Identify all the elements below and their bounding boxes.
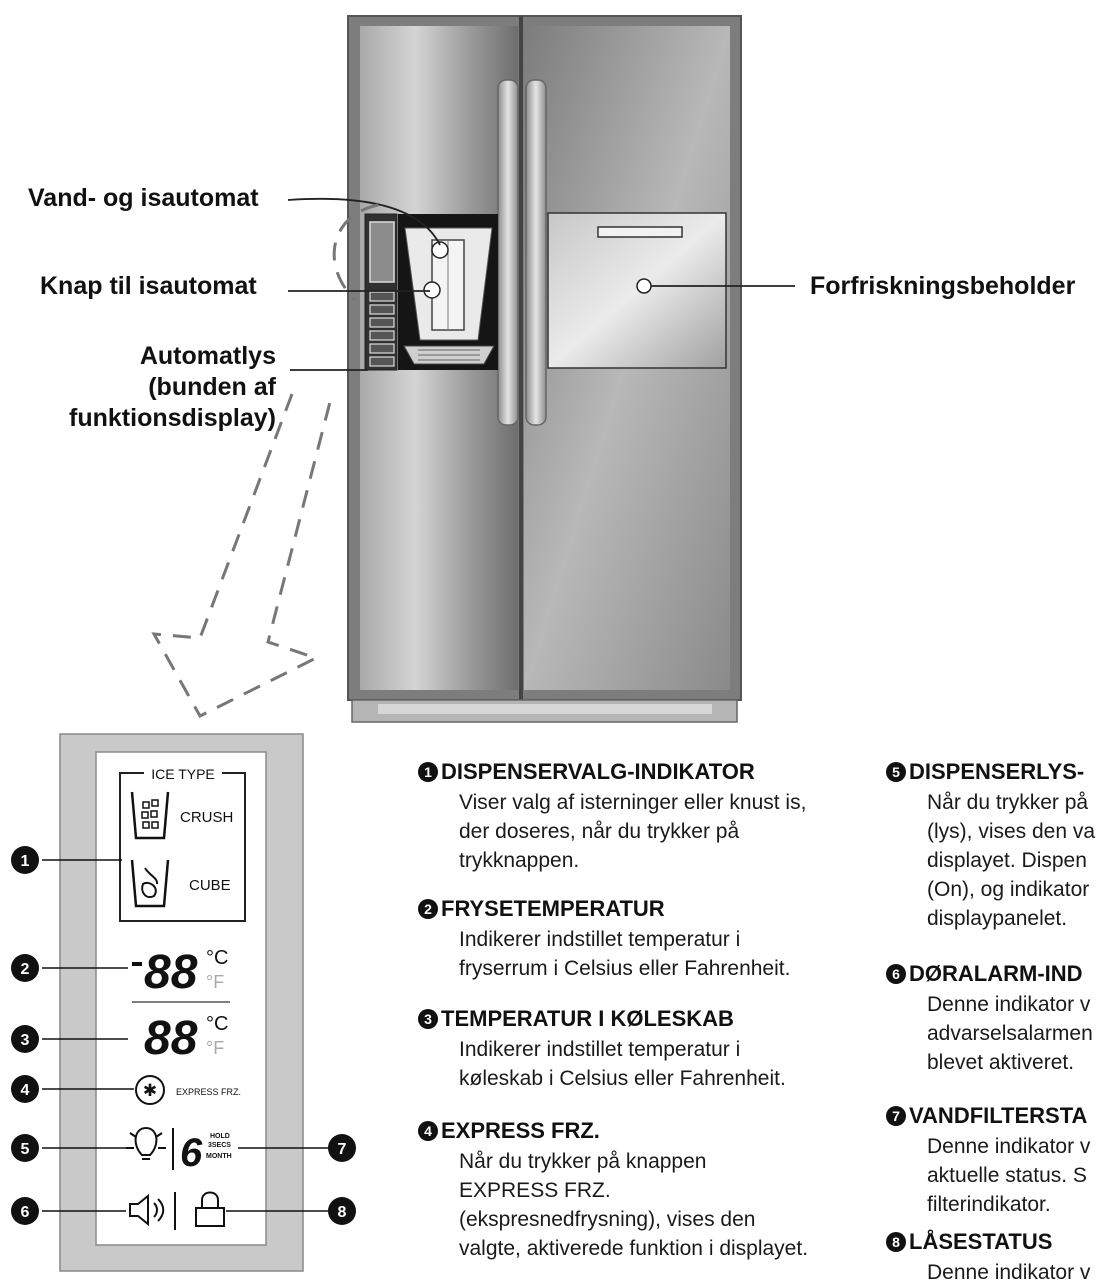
section-line: (ekspresnedfrysning), vises den (459, 1208, 756, 1231)
section-line: der doseres, når du trykker på (459, 820, 740, 843)
marker-6: 6 (21, 1204, 30, 1221)
fridge-fahrenheit: °F (206, 1038, 224, 1058)
ice-type-label: ICE TYPE (151, 766, 215, 782)
freezer-celsius: °C (206, 947, 228, 969)
speaker-icon (129, 1193, 165, 1227)
svg-text:✱: ✱ (143, 1081, 157, 1100)
section-line: Når du trykker på (927, 791, 1089, 814)
label-dispenser-light: Automatlys (bunden af funktionsdisplay) (40, 341, 276, 434)
lock-icon (195, 1191, 225, 1227)
crush-label: CRUSH (180, 809, 233, 826)
marker-5: 5 (21, 1141, 30, 1158)
filter-months-digit: 6 (180, 1131, 203, 1175)
section-line: Indikerer indstillet temperatur i (459, 928, 741, 951)
section-number: 3 (418, 1009, 438, 1029)
section-line: advarselsalarmen (927, 1022, 1093, 1045)
section-number: 1 (418, 762, 438, 782)
marker-3: 3 (21, 1032, 30, 1049)
section-line: Viser valg af isterninger eller knust is… (459, 791, 807, 814)
section-title: DISPENSERVALG-INDIKATOR (441, 759, 755, 784)
section-line: Når du trykker på knappen (459, 1150, 707, 1173)
section-line: Denne indikator v (927, 1261, 1091, 1284)
freezer-fahrenheit: °F (206, 972, 224, 992)
marker-4: 4 (21, 1082, 30, 1099)
section-number: 4 (418, 1121, 438, 1141)
section-line: EXPRESS FRZ. (459, 1179, 611, 1202)
section-title: LÅSESTATUS (909, 1229, 1053, 1254)
zoom-arrow (151, 203, 379, 718)
filter-month-label: MONTH (206, 1153, 232, 1160)
marker-8: 8 (338, 1204, 347, 1221)
label-refreshment-container: Forfriskningsbeholder (810, 272, 1076, 300)
express-freeze-icon: ✱ (135, 1075, 165, 1105)
label-dispenser-light-line3: funktionsdisplay) (69, 404, 276, 432)
section-line: valgte, aktiverede funktion i displayet. (459, 1237, 809, 1260)
section-title: DØRALARM-IND (909, 961, 1083, 986)
section-title: TEMPERATUR I KØLESKAB (441, 1006, 734, 1031)
section-line: (On), og indikator (927, 878, 1090, 901)
section-line: filterindikator. (927, 1193, 1051, 1216)
label-water-ice-dispenser: Vand- og isautomat (28, 184, 259, 212)
crush-icon (130, 791, 170, 840)
section-number: 2 (418, 899, 438, 919)
section-number: 6 (886, 964, 906, 984)
section-line: displayet. Dispen (927, 849, 1087, 872)
freezer-temp-digits: 88 (144, 946, 198, 999)
section-line: Denne indikator v (927, 993, 1091, 1016)
section-number: 8 (886, 1232, 906, 1252)
marker-1: 1 (21, 853, 30, 870)
function-display-panel: ICE TYPE CRUSH CUBE 88 °C °F 88 °C °F ✱ (11, 733, 356, 1272)
section-number: 5 (886, 762, 906, 782)
callout-lines (287, 197, 795, 371)
section-title: EXPRESS FRZ. (441, 1118, 600, 1143)
marker-7: 7 (338, 1141, 347, 1158)
section-line: køleskab i Celsius eller Fahrenheit. (459, 1067, 786, 1090)
dispenser-unit (364, 213, 498, 371)
section-line: aktuelle status. S (927, 1164, 1087, 1187)
label-ice-button: Knap til isautomat (40, 272, 257, 300)
refreshment-container (547, 212, 727, 369)
fridge-celsius: °C (206, 1013, 228, 1035)
filter-hold-label: HOLD (210, 1133, 230, 1140)
section-line: blevet aktiveret. (927, 1051, 1075, 1074)
section-line: displaypanelet. (927, 907, 1068, 930)
label-dispenser-light-line2: (bunden af (148, 373, 276, 401)
fridge-temp-digits: 88 (144, 1012, 198, 1065)
section-title: DISPENSERLYS- (909, 759, 1085, 784)
section-line: Denne indikator v (927, 1135, 1091, 1158)
section-line: fryserrum i Celsius eller Fahrenheit. (459, 957, 791, 980)
label-dispenser-light-line1: Automatlys (139, 342, 276, 370)
section-title: VANDFILTERSTA (909, 1103, 1088, 1128)
section-title: FRYSETEMPERATUR (441, 896, 665, 921)
section-line: (lys), vises den va (927, 820, 1096, 843)
section-line: Indikerer indstillet temperatur i (459, 1038, 741, 1061)
section-number: 7 (886, 1106, 906, 1126)
cube-icon (130, 859, 170, 908)
cube-label: CUBE (189, 877, 231, 894)
marker-2: 2 (21, 961, 30, 978)
light-bulb-icon (126, 1126, 166, 1160)
filter-secs-label: 3SECS (208, 1142, 231, 1149)
express-freeze-label: EXPRESS FRZ. (176, 1087, 241, 1097)
section-line: trykknappen. (459, 849, 580, 872)
